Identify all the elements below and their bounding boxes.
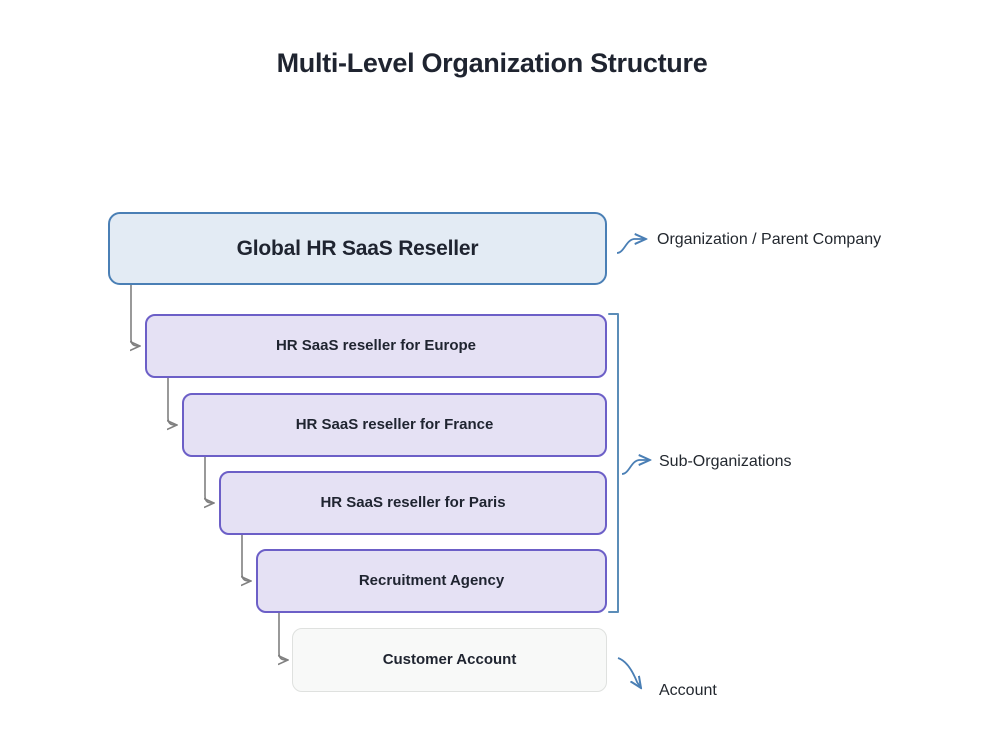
node-label: HR SaaS reseller for France [295,416,494,433]
node-sub-organization-recruitment[interactable]: Recruitment Agency [256,549,607,613]
sub-organizations-bracket [608,313,619,613]
annotation-arrow-sub-organizations [621,460,650,475]
node-organization-root[interactable]: Global HR SaaS Reseller [108,212,607,285]
annotation-label-sub-organizations: Sub-Organizations [659,453,792,470]
node-label: Customer Account [382,651,517,668]
node-label: Global HR SaaS Reseller [236,236,479,260]
annotation-arrow-organization [616,239,646,254]
annotation-arrow-account [617,657,641,688]
connector-paris-to-recruitment [242,533,251,581]
node-label: Recruitment Agency [358,572,505,589]
annotation-label-account: Account [659,682,717,699]
connector-recruitment-to-customer [279,611,288,660]
node-sub-organization-france[interactable]: HR SaaS reseller for France [182,393,607,457]
connector-root-to-europe [131,284,140,346]
node-sub-organization-europe[interactable]: HR SaaS reseller for Europe [145,314,607,378]
node-label: HR SaaS reseller for Paris [320,494,506,511]
annotation-label-organization: Organization / Parent Company [657,231,882,248]
node-label: HR SaaS reseller for Europe [275,337,477,354]
node-account-customer[interactable]: Customer Account [292,628,607,692]
node-sub-organization-paris[interactable]: HR SaaS reseller for Paris [219,471,607,535]
connector-france-to-paris [205,455,214,503]
page-title: Multi-Level Organization Structure [276,48,708,78]
connector-europe-to-france [168,377,177,425]
